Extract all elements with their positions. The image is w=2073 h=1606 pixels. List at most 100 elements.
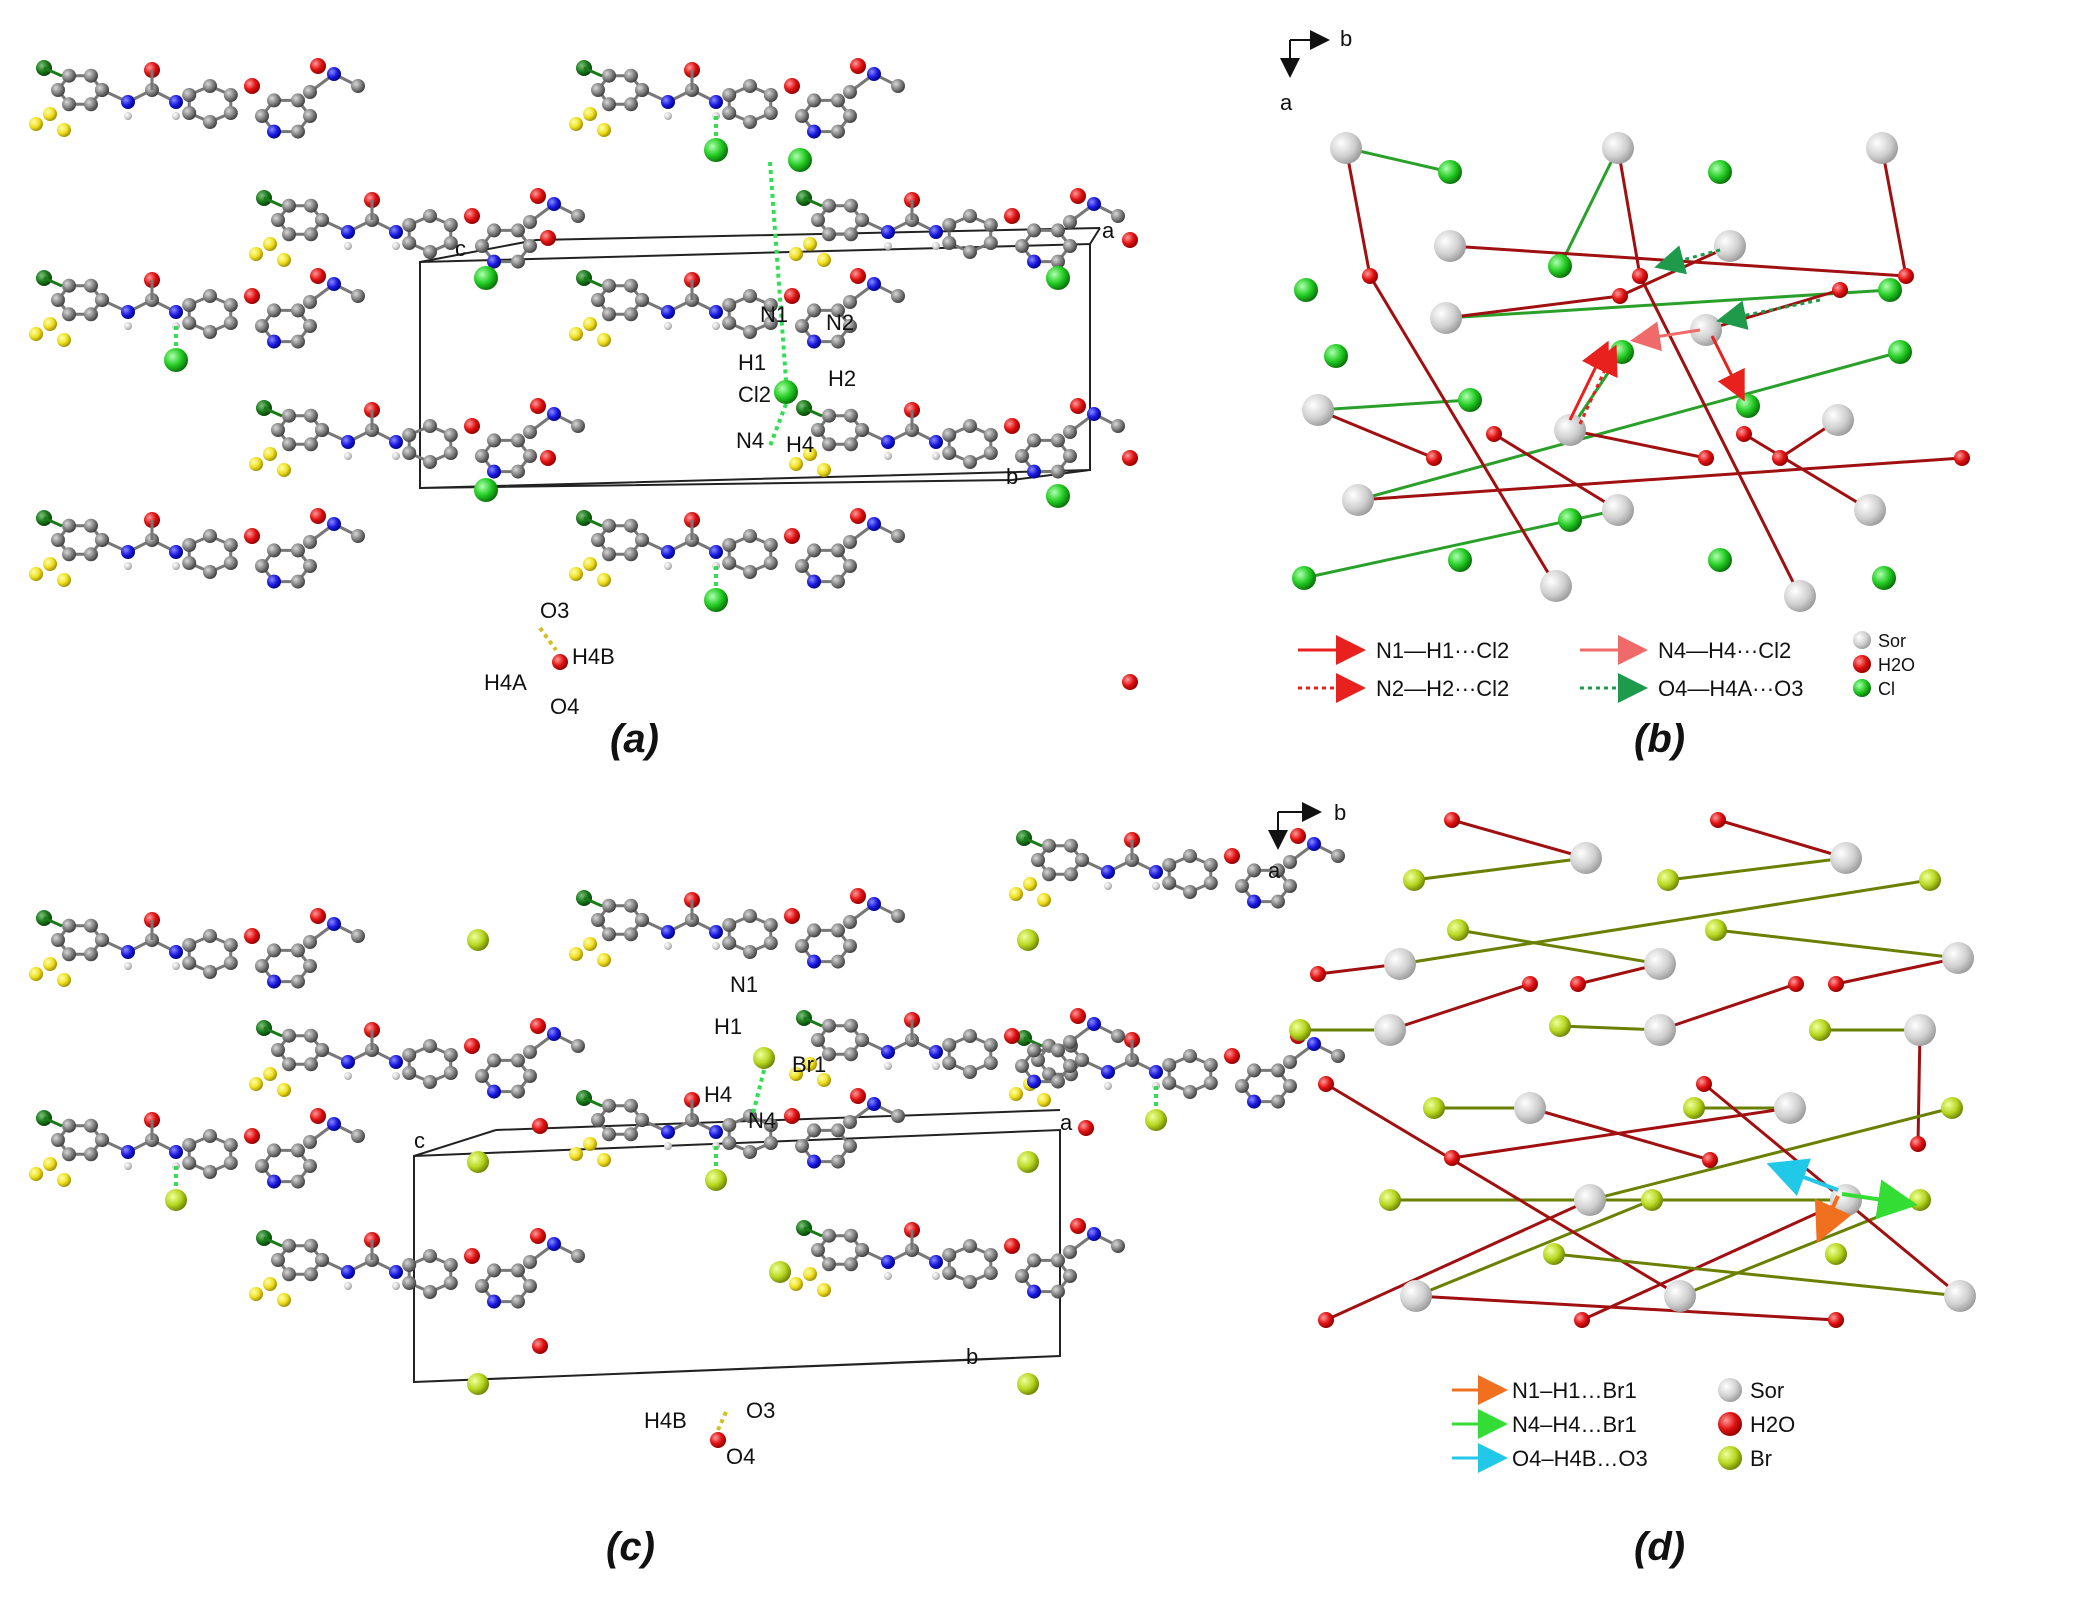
carbon-atom [511, 464, 525, 479]
sorafenib-node [1602, 494, 1634, 526]
carbon-atom [282, 437, 296, 452]
carbon-atom [1111, 209, 1125, 223]
carbon-atom [571, 419, 585, 433]
carbon-atom [1015, 449, 1029, 463]
hydrogen-atom [884, 1272, 892, 1280]
nitrogen-atom [807, 124, 821, 139]
carbon-atom [763, 936, 778, 950]
bond [1667, 856, 1847, 882]
carbon-atom [1051, 1074, 1065, 1089]
hbond-arrow [1716, 298, 1821, 330]
fluorine-atom [277, 1293, 291, 1307]
carbon-atom [182, 938, 197, 952]
carbon-atom [1042, 867, 1056, 882]
chloride-ion [1708, 160, 1732, 184]
fluorine-atom [583, 557, 597, 571]
nitrogen-atom [1027, 254, 1041, 269]
carbon-atom [62, 1118, 76, 1133]
nitrogen-atom [169, 305, 183, 319]
carbon-atom [811, 1243, 825, 1257]
oxygen-atom [850, 268, 866, 284]
hydrogen-atom [124, 1162, 132, 1170]
oxygen-atom [1078, 1120, 1094, 1136]
bond [1679, 1198, 1921, 1298]
carbon-atom [942, 446, 957, 460]
fluorine-atom [29, 327, 43, 341]
carbon-atom [1063, 449, 1077, 463]
fluorine-atom [263, 1277, 277, 1291]
carbon-atom [523, 449, 537, 463]
carbon-atom [84, 547, 98, 562]
fluorine-atom [803, 1267, 817, 1281]
bromide-ion [1549, 1015, 1571, 1037]
carbon-atom [822, 408, 836, 423]
fluorine-atom [1009, 887, 1023, 901]
oxygen-atom [1070, 1218, 1086, 1234]
carbon-atom [1271, 1094, 1285, 1109]
carbon-atom [304, 437, 318, 452]
bromide-ion [1919, 869, 1941, 891]
carbon-atom [423, 1075, 437, 1089]
nitrogen-atom [341, 1265, 355, 1279]
oxygen-atom [1004, 1238, 1020, 1254]
nitrogen-atom [709, 305, 723, 319]
panel-c-atom-labels: N1 H1 Br1 H4 N4 H4B O3 O4 c a b [414, 972, 1073, 1469]
carbon-atom [315, 1253, 329, 1267]
carbon-atom [983, 236, 998, 250]
carbon-atom [743, 529, 757, 543]
oxygen-atom [1612, 288, 1628, 304]
carbon-atom [487, 1263, 501, 1278]
carbon-atom [831, 124, 845, 139]
carbon-atom [891, 1109, 905, 1123]
carbon-atom [1075, 1053, 1089, 1067]
carbon-atom [1063, 239, 1077, 253]
oxygen-atom [784, 78, 800, 94]
bromide-ion [705, 1169, 727, 1191]
carbon-atom [1247, 863, 1261, 878]
carbon-atom [511, 1084, 525, 1099]
hbond-arrow [1841, 1179, 1918, 1220]
carbon-atom [443, 1258, 458, 1272]
bond [1445, 288, 1891, 320]
fluorine-atom [789, 1277, 803, 1291]
atom-label-Br1: Br1 [792, 1052, 826, 1077]
carbon-atom [62, 307, 76, 322]
atom-label-O4: O4 [550, 694, 579, 719]
fluorine-atom [583, 937, 597, 951]
bond [583, 516, 603, 528]
nitrogen-atom [1149, 1065, 1163, 1079]
chloride-ion [1708, 548, 1732, 572]
carbon-atom [1027, 223, 1041, 238]
nitrogen-atom [169, 545, 183, 559]
chlorine-atom [1016, 830, 1032, 846]
carbon-atom [223, 538, 238, 552]
carbon-atom [807, 303, 821, 318]
bromide-ion [1403, 869, 1425, 891]
carbon-atom [822, 227, 836, 242]
carbon-atom [291, 974, 305, 989]
carbon-atom [983, 1266, 998, 1280]
oxygen-atom [1122, 674, 1138, 690]
oxygen-atom [1696, 1076, 1712, 1092]
carbon-atom [591, 1113, 605, 1127]
carbon-atom [303, 1135, 317, 1149]
carbon-atom [1064, 867, 1078, 882]
nitrogen-atom [547, 1237, 561, 1251]
nitrogen-atom [327, 277, 341, 291]
fluorine-atom [43, 557, 57, 571]
carbon-atom [351, 1129, 365, 1143]
fluorine-atom [263, 237, 277, 251]
carbon-atom [1111, 419, 1125, 433]
sorafenib-node [1774, 1092, 1806, 1124]
oxygen-atom [244, 928, 260, 944]
carbon-atom [983, 446, 998, 460]
nitrogen-atom [709, 95, 723, 109]
bond [1743, 432, 1871, 512]
bromide-ion [1941, 1097, 1963, 1119]
chlorine-atom [1016, 1030, 1032, 1046]
fluorine-atom [57, 333, 71, 347]
carbon-atom [963, 1065, 977, 1079]
bond [1325, 1198, 1591, 1322]
carbon-atom [303, 85, 317, 99]
oxygen-atom [540, 230, 556, 246]
